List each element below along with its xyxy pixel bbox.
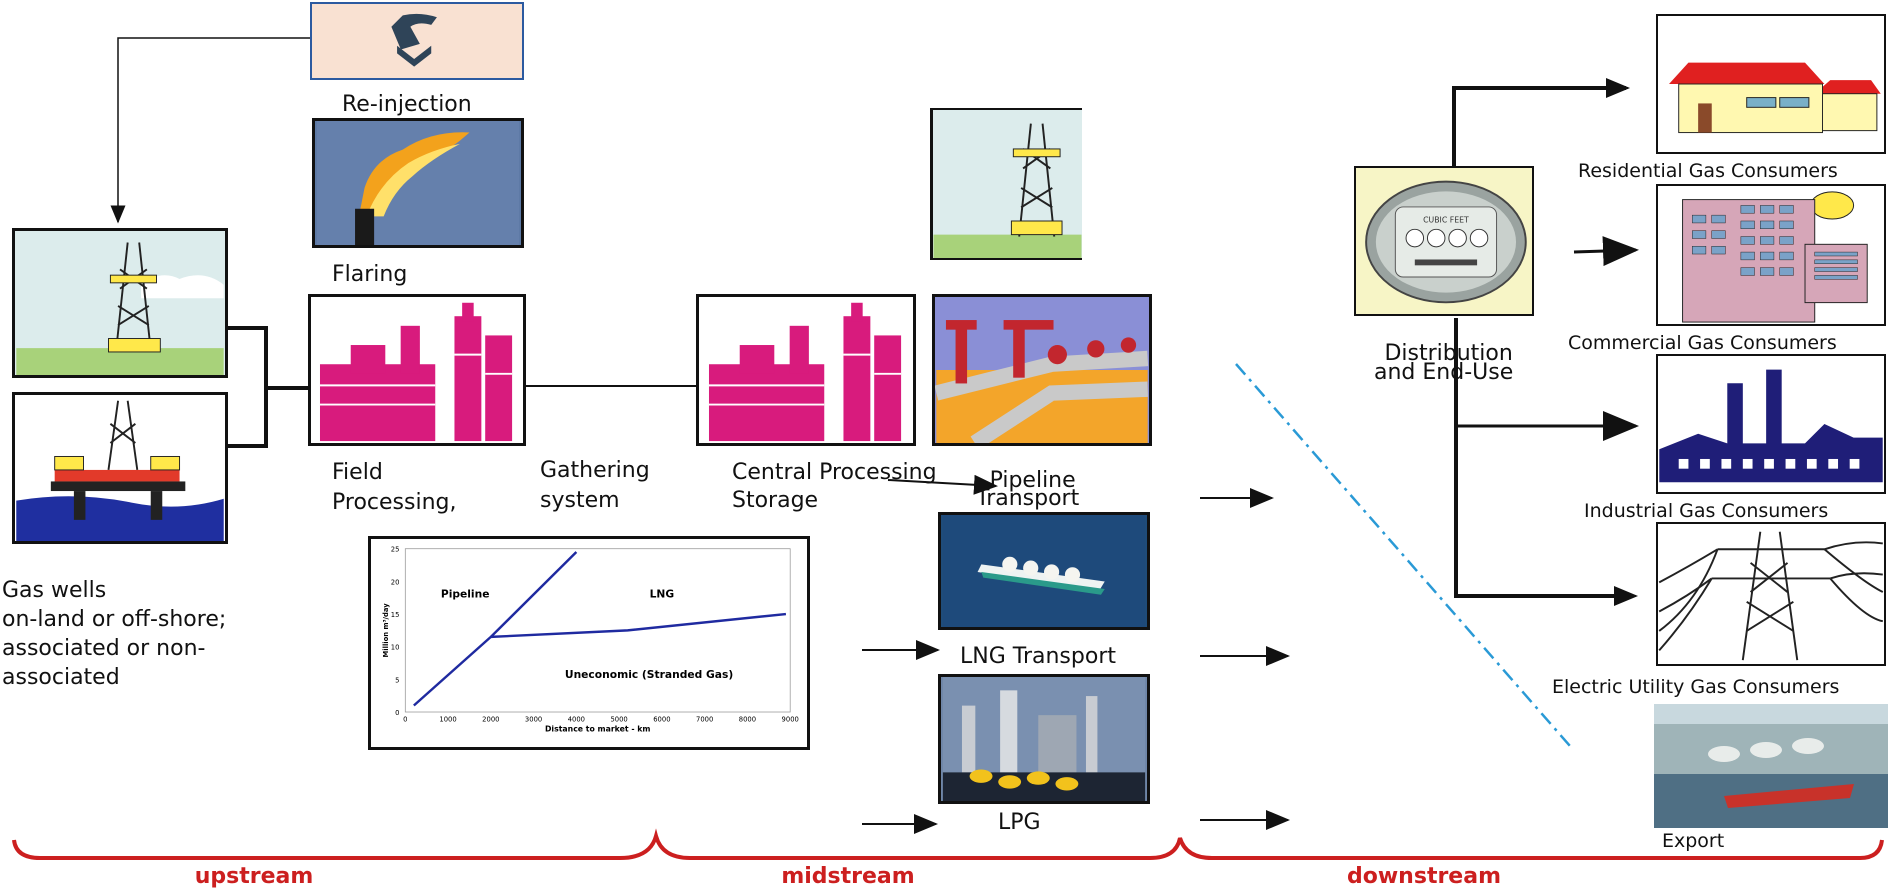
commercial-label: Commercial Gas Consumers [1568, 332, 1837, 354]
central-processing-label: Central Processing Storage [732, 460, 937, 513]
chart-annotation: Pipeline [441, 588, 490, 601]
onshore-gas-well-picture [12, 228, 228, 378]
x-tick-label: 2000 [482, 716, 499, 724]
y-tick-label: 15 [391, 611, 400, 619]
field-processing-label: Field Processing, [332, 460, 457, 515]
x-tick-label: 6000 [653, 716, 670, 724]
x-tick-label: 3000 [525, 716, 542, 724]
gas-meter-picture: CUBIC FEET [1354, 166, 1534, 316]
commercial-building-picture [1656, 184, 1886, 326]
chart-annotation: Uneconomic (Stranded Gas) [565, 668, 733, 681]
distribution-end-use-label: Distribution and End-Use [1374, 341, 1514, 385]
lng-transport-label: LNG Transport [960, 644, 1116, 669]
export-terminal-picture [1654, 704, 1888, 828]
lpg-label: LPG [998, 810, 1041, 835]
upstream-label: upstream [194, 864, 314, 889]
x-tick-label: 4000 [568, 716, 585, 724]
electric-power-tower-picture [1656, 522, 1886, 666]
y-tick-label: 5 [395, 676, 399, 684]
flaring-picture [312, 118, 524, 248]
reinjection-label: Re-injection [342, 92, 472, 117]
y-axis-label: Million m³/day [382, 603, 390, 658]
y-tick-label: 10 [391, 644, 400, 652]
lpg-plant-picture [938, 674, 1150, 804]
onshore-well-picture-2 [930, 108, 1082, 260]
industrial-factory-picture [1656, 354, 1886, 494]
residential-house-picture [1656, 14, 1886, 154]
x-tick-label: 5000 [610, 716, 627, 724]
x-tick-label: 1000 [439, 716, 456, 724]
meter-text: CUBIC FEET [1423, 216, 1469, 225]
field-processing-refinery-picture [308, 294, 526, 446]
midstream-label: midstream [781, 864, 915, 889]
pipeline-picture [932, 294, 1152, 446]
export-label: Export [1662, 830, 1725, 852]
industrial-label: Industrial Gas Consumers [1584, 500, 1829, 522]
y-tick-label: 20 [391, 578, 400, 586]
pipeline-transport-label: Pipeline Transport [976, 468, 1080, 511]
y-tick-label: 25 [391, 546, 400, 554]
series-line-1 [490, 612, 787, 639]
x-tick-label: 9000 [782, 716, 799, 724]
lng-tanker-picture [938, 512, 1150, 630]
flaring-label: Flaring [332, 262, 408, 287]
gas-wells-label: Gas wells on-land or off-shore; associat… [2, 578, 227, 690]
central-processing-refinery-picture [696, 294, 916, 446]
gathering-system-label: Gathering system [540, 458, 650, 513]
distance-vs-volume-chart: 0 1000 2000 3000 4000 5000 6000 7000 8000 9000 0 5 1… [368, 536, 810, 750]
series-line-0 [413, 551, 578, 707]
x-tick-label: 0 [403, 716, 407, 724]
x-tick-label: 7000 [696, 716, 713, 724]
x-axis-label: Distance to market - km [545, 724, 651, 733]
y-tick-label: 0 [395, 709, 399, 717]
chart-annotation: LNG [650, 588, 675, 601]
chart-plot-area [404, 548, 791, 713]
reinjection-box [310, 2, 524, 80]
x-tick-label: 8000 [739, 716, 756, 724]
downward-curved-arrow-icon [391, 13, 437, 67]
electric-utility-label: Electric Utility Gas Consumers [1552, 676, 1840, 698]
offshore-gas-rig-picture [12, 392, 228, 544]
residential-label: Residential Gas Consumers [1578, 160, 1838, 182]
downstream-label: downstream [1347, 864, 1501, 889]
